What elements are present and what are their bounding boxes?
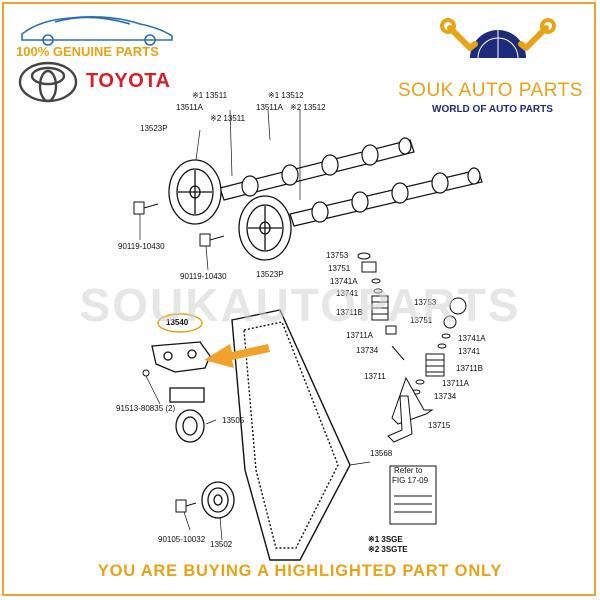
part-label: 13734: [356, 346, 379, 355]
part-label: 13505: [222, 416, 245, 425]
part-label: 13751: [410, 316, 433, 325]
part-label: 13711B: [456, 364, 483, 373]
part-label: 90119-10430: [180, 272, 227, 281]
engine-note: ※1 3SGE: [368, 535, 403, 544]
camshaft-upper-icon: [219, 137, 415, 201]
shop-tagline: WORLD OF AUTO PARTS: [432, 104, 553, 115]
timing-belt-icon: [231, 309, 351, 561]
part-label: 13715: [428, 421, 451, 430]
highlight-arrow-icon: [204, 344, 270, 368]
part-label: 13734: [434, 392, 457, 401]
part-label: ※1 13511: [192, 91, 228, 100]
part-label: 13751: [328, 264, 351, 273]
camshaft-lower-icon: [289, 167, 483, 227]
highlight-ring: [157, 313, 203, 333]
watermark-text: SOUKAUTOPARTS: [79, 279, 521, 331]
car-logo-icon: [21, 16, 173, 46]
part-label: 13753: [326, 251, 349, 260]
bolt-icon: [133, 201, 225, 513]
part-label: 13741A: [458, 334, 486, 343]
part-label: 90105-10032: [158, 535, 206, 544]
toyota-brand-text: TOYOTA: [86, 70, 171, 92]
engine-note: ※2 3SGTE: [368, 545, 408, 554]
valve-stack-left-icon: [357, 252, 405, 361]
part-label: 13711A: [442, 379, 469, 388]
tensioner-bracket-icon: [151, 341, 211, 373]
part-label: 13711A: [346, 331, 373, 340]
leader-lines: [139, 109, 371, 541]
part-label: 13753: [414, 298, 437, 307]
part-label: 91513-80835 (2): [116, 404, 176, 413]
genuine-parts-text: 100% GENUINE PARTS: [16, 44, 159, 59]
shop-name: SOUK AUTO PARTS: [398, 80, 583, 101]
part-label: 90119-10430: [118, 242, 165, 251]
cam-pulley-lower-icon: [238, 195, 292, 261]
part-label: 13711: [364, 372, 386, 381]
toyota-emblem-icon: [18, 61, 78, 103]
fig-label: FIG 17-09: [392, 476, 429, 485]
cam-pulley-upper-icon: [168, 159, 222, 225]
part-label: 13523P: [140, 124, 168, 133]
crank-pulley-icon: [201, 481, 235, 519]
part-label: ※2 13512: [290, 103, 326, 112]
part-label: 13523P: [256, 270, 284, 279]
part-label: 13511A: [256, 103, 283, 112]
part-label: ※2 13511: [210, 114, 246, 123]
footer-notice: YOU ARE BUYING A HIGHLIGHTED PART ONLY: [97, 562, 503, 580]
fig-reference-box: [389, 465, 437, 525]
part-label: 13711B: [336, 308, 363, 317]
valve-stack-right-icon: [387, 297, 467, 443]
highlighted-part-label: 13540: [166, 318, 189, 327]
part-label: ※1 13512: [268, 91, 304, 100]
washer-icon: [142, 369, 150, 377]
souk-logo-icon: [440, 18, 556, 59]
part-label: 13502: [210, 540, 233, 549]
part-label: 13511A: [176, 103, 203, 112]
idler-pulley-icon: [169, 387, 205, 443]
part-label: 13568: [370, 449, 393, 458]
part-label: 13741: [458, 347, 481, 356]
part-label: 13741A: [330, 277, 358, 286]
refer-label: Refer to: [394, 466, 423, 475]
part-label: 13741: [336, 289, 359, 298]
